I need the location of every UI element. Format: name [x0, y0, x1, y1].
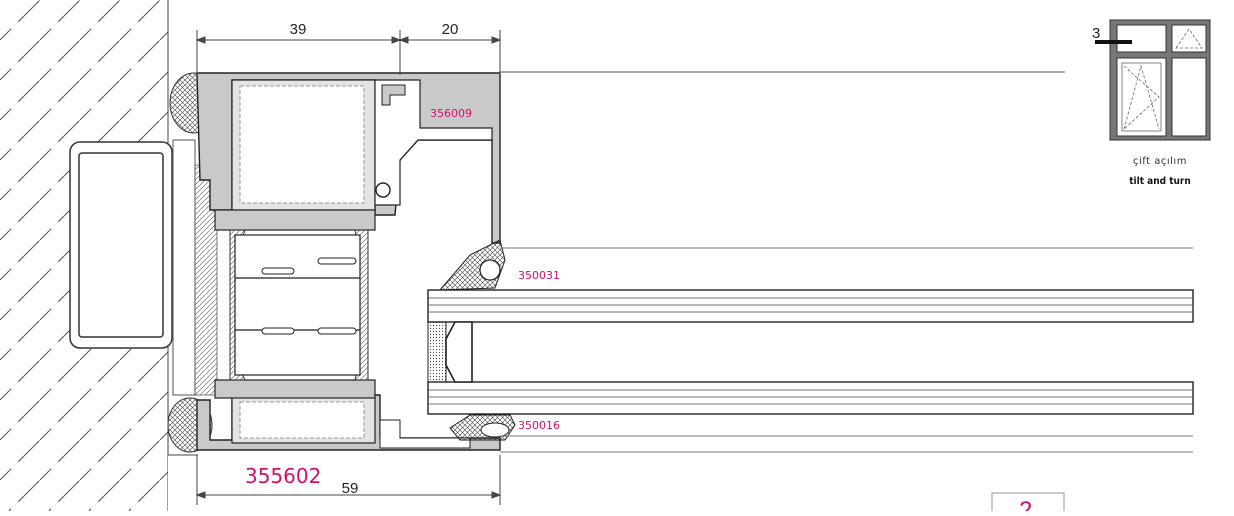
part-label-frame: 355602 — [245, 464, 321, 488]
page-marker-number: 2 — [1019, 497, 1032, 511]
thermal-break — [214, 209, 376, 399]
inset-caption-tr: çift açılım — [1133, 156, 1187, 167]
dimension-59: 59 — [342, 480, 359, 497]
dimension-lines — [195, 30, 502, 505]
part-label-sash: 356009 — [430, 107, 472, 120]
wall-anchor — [69, 141, 173, 349]
part-label-bottom-gasket: 350016 — [518, 419, 560, 432]
window-type-inset — [1095, 19, 1211, 141]
part-label-top-gasket: 350031 — [518, 269, 560, 282]
glazing-unit — [427, 289, 1194, 415]
dimension-20: 20 — [442, 21, 459, 38]
inset-section-number: 3 — [1092, 25, 1100, 42]
reference-lines — [500, 71, 1193, 453]
glazing-gaskets — [438, 239, 516, 441]
page-marker: 2 — [991, 492, 1065, 516]
inset-caption-en: tilt and turn — [1129, 176, 1191, 187]
dimension-39: 39 — [290, 21, 307, 38]
frame-profile — [196, 72, 501, 451]
